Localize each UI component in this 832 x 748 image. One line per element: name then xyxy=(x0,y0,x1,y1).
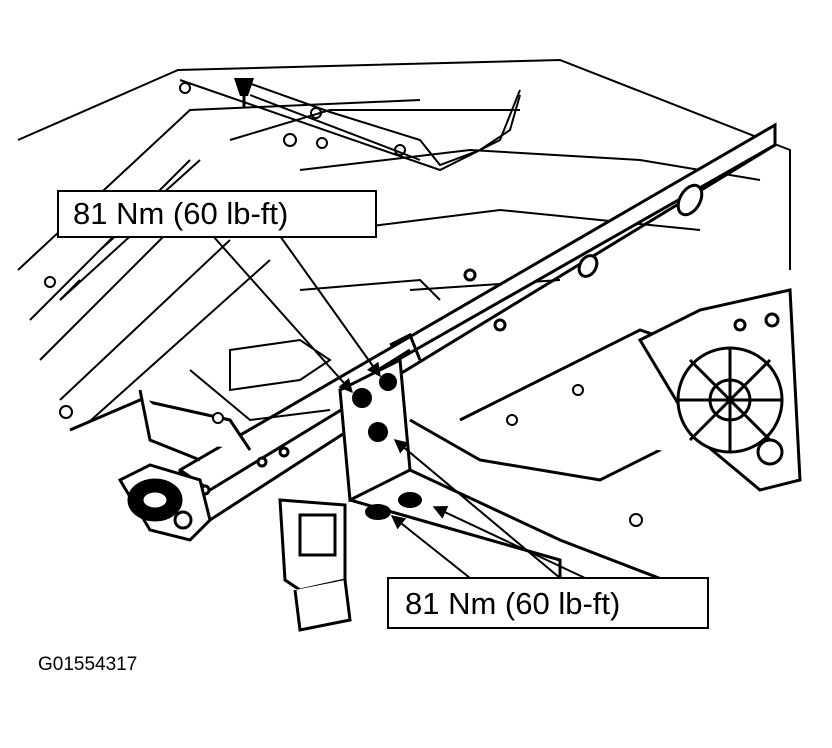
torque-callout-lower: 81 Nm (60 lb-ft) xyxy=(387,577,709,629)
figure-code: G01554317 xyxy=(38,654,138,675)
lower-bracket xyxy=(278,498,352,632)
transmission-housing xyxy=(637,288,802,492)
torque-callout-upper-text: 81 Nm (60 lb-ft) xyxy=(73,196,289,231)
bushing-mount xyxy=(69,389,252,542)
top-bolt xyxy=(234,78,254,108)
fasteners xyxy=(44,276,643,527)
floor-stampings xyxy=(59,278,441,422)
leader-arrows xyxy=(212,235,586,579)
heat-shield-plate xyxy=(179,79,521,167)
bolt-heads xyxy=(352,373,422,520)
torque-callout-upper: 81 Nm (60 lb-ft) xyxy=(57,190,377,238)
torque-callout-lower-text: 81 Nm (60 lb-ft) xyxy=(405,586,621,621)
